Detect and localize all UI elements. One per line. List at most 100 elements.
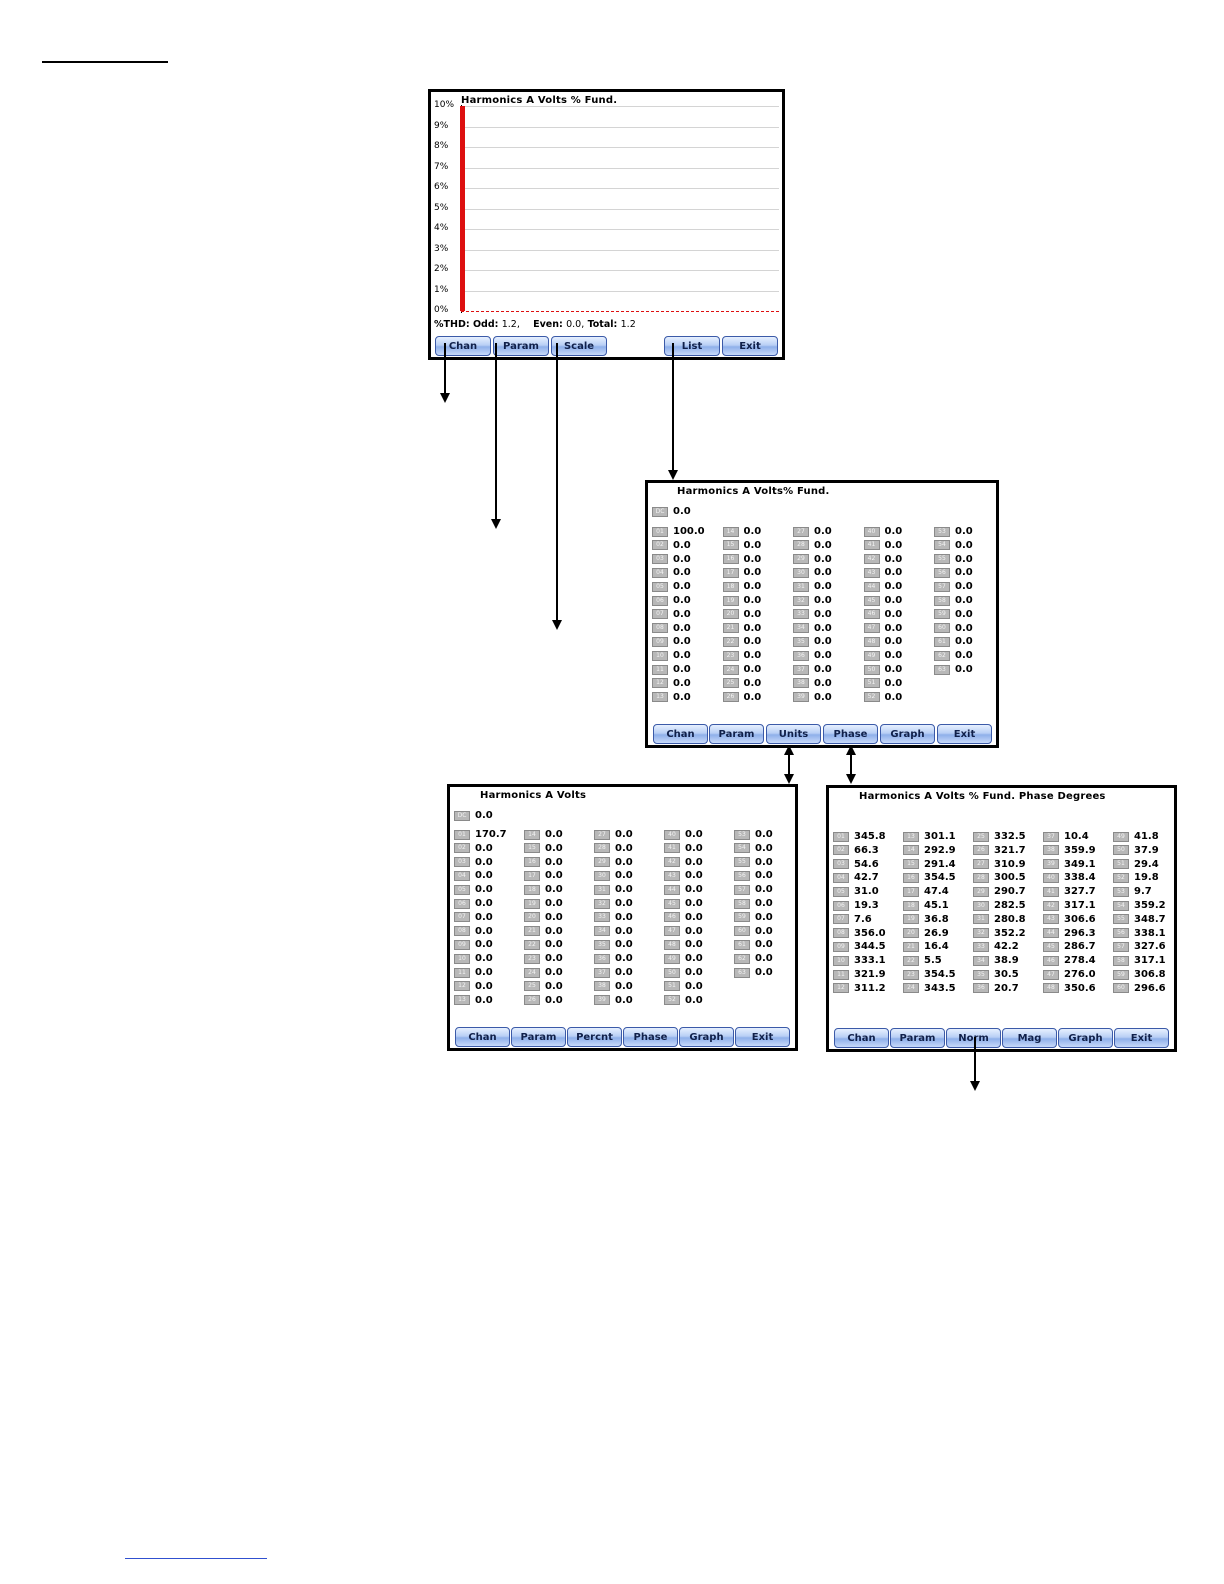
- harmonic-value: 0.0: [955, 567, 973, 579]
- chan-button[interactable]: Chan: [435, 336, 491, 356]
- graph-button[interactable]: Graph: [679, 1027, 734, 1047]
- mag-button[interactable]: Mag: [1002, 1028, 1057, 1048]
- harmonic-number-badge: 61: [734, 939, 750, 950]
- harmonic-value: 0.0: [545, 911, 563, 923]
- exit-button[interactable]: Exit: [735, 1027, 790, 1047]
- harmonic-number-badge: 10: [833, 955, 849, 966]
- scale-button[interactable]: Scale: [551, 336, 607, 356]
- dc-value: 0.0: [475, 810, 493, 821]
- norm-button[interactable]: Norm: [946, 1028, 1001, 1048]
- harmonic-number-badge: 23: [524, 953, 540, 964]
- harmonic-number-badge: 28: [973, 872, 989, 883]
- harmonic-number-badge: 56: [934, 567, 950, 578]
- harmonic-number-badge: 16: [524, 857, 540, 868]
- harmonic-value: 0.0: [755, 925, 773, 937]
- harmonic-value: 0.0: [545, 870, 563, 882]
- harmonic-number-badge: 45: [863, 595, 880, 606]
- harmonic-number-badge: 29: [793, 554, 809, 565]
- chan-button[interactable]: Chan: [834, 1028, 889, 1048]
- harmonic-value: 296.6: [1134, 982, 1166, 994]
- param-button[interactable]: Param: [890, 1028, 945, 1048]
- harmonic-value: 344.5: [854, 941, 886, 953]
- harmonic-value: 0.0: [475, 856, 493, 868]
- harmonic-value: 349.1: [1064, 858, 1096, 870]
- harmonic-value: 0.0: [955, 608, 973, 620]
- graph-button[interactable]: Graph: [1058, 1028, 1113, 1048]
- harmonic-value: 0.0: [743, 567, 762, 579]
- harmonic-value: 0.0: [475, 980, 493, 992]
- harmonic-value: 0.0: [884, 677, 903, 689]
- exit-button[interactable]: Exit: [722, 336, 778, 356]
- chan-button[interactable]: Chan: [653, 724, 708, 744]
- harmonic-value: 0.0: [685, 967, 703, 978]
- harmonic-number-badge: 30: [594, 870, 610, 881]
- harmonic-value: 0.0: [884, 636, 903, 648]
- param-button[interactable]: Param: [493, 336, 549, 356]
- harmonic-value: 350.6: [1064, 982, 1096, 994]
- harmonic-number-badge: 20: [524, 912, 540, 923]
- harmonic-number-badge: 42: [664, 857, 680, 868]
- harmonic-value: 0.0: [743, 539, 762, 551]
- list-button[interactable]: List: [664, 336, 720, 356]
- harmonic-value: 332.5: [994, 831, 1026, 842]
- harmonic-cell: 48 350.6: [1043, 982, 1096, 995]
- harmonic-value: 0.0: [884, 608, 903, 620]
- units-button[interactable]: Units: [766, 724, 821, 744]
- param-button[interactable]: Param: [709, 724, 764, 744]
- harmonic-number-badge: 01: [833, 831, 849, 842]
- harmonic-value: 0.0: [955, 526, 973, 537]
- harmonic-number-badge: 19: [524, 898, 540, 909]
- harmonic-value: 0.0: [615, 870, 633, 882]
- graph-button[interactable]: Graph: [880, 724, 935, 744]
- harmonic-number-badge: 26: [973, 845, 989, 856]
- percent-button[interactable]: Percnt: [567, 1027, 622, 1047]
- param-button[interactable]: Param: [511, 1027, 566, 1047]
- harmonic-value: 0.0: [955, 664, 973, 675]
- harmonic-number-badge: 48: [1043, 983, 1059, 994]
- harmonic-number-badge: 05: [833, 886, 849, 897]
- exit-button[interactable]: Exit: [937, 724, 992, 744]
- harmonic-value: 42.2: [994, 941, 1019, 953]
- harmonic-number-badge: 60: [734, 926, 750, 937]
- chan-button[interactable]: Chan: [455, 1027, 510, 1047]
- phase-button[interactable]: Phase: [623, 1027, 678, 1047]
- phase-button[interactable]: Phase: [823, 724, 878, 744]
- harmonic-number-badge: 39: [594, 995, 610, 1006]
- harmonic-number-badge: 47: [664, 926, 680, 937]
- exit-button[interactable]: Exit: [1114, 1028, 1169, 1048]
